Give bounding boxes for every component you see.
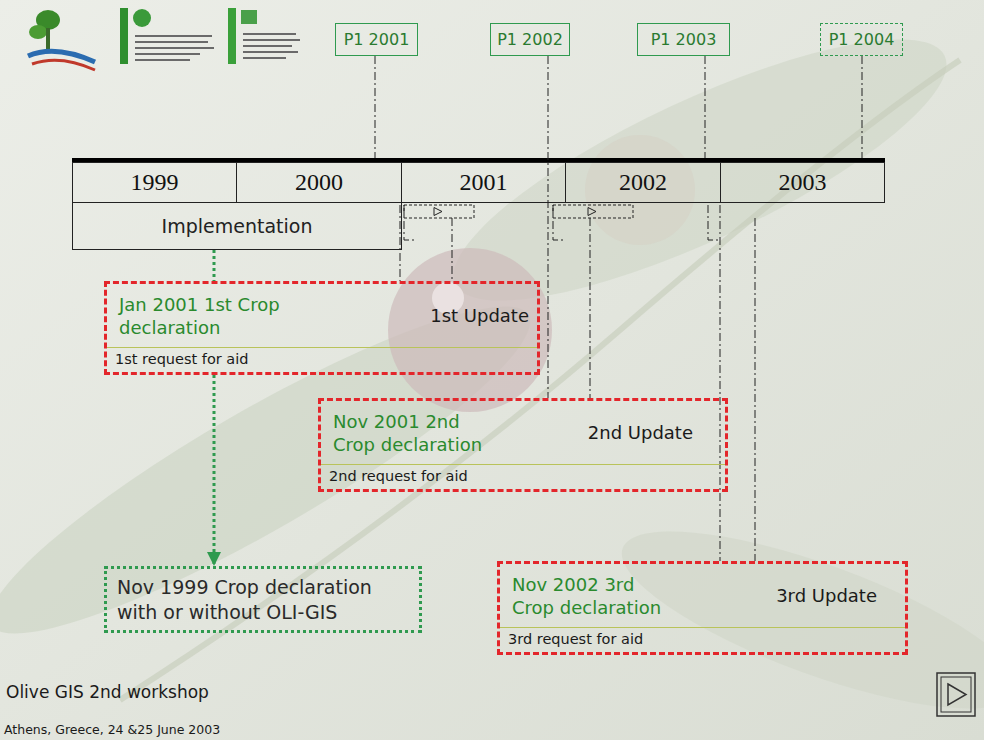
logo-text-lines: [135, 36, 214, 60]
period-box: P1 2003: [637, 23, 730, 56]
leader-line: [548, 56, 549, 398]
workshop-place-date: Athens, Greece, 24 &25 June 2003: [4, 722, 220, 737]
year-cell-text: 2003: [779, 169, 827, 196]
logo-emblem: [241, 10, 257, 24]
declaration-box: Nov 2001 2nd Crop declaration 2nd Update 2…: [318, 398, 728, 492]
declaration-box: Jan 2001 1st Crop declaration 1st Update 1…: [104, 281, 540, 375]
button-frame: [937, 673, 975, 716]
leader-line: [452, 218, 453, 281]
period-box: P1 2004: [820, 23, 903, 56]
declaration-box: Nov 2002 3rd Crop declaration 3rd Update 3…: [497, 561, 908, 655]
aid-request: 1st request for aid: [107, 347, 537, 372]
period-bracket: [553, 205, 633, 218]
aid-request: 2nd request for aid: [321, 464, 725, 489]
logo-bar: [120, 8, 128, 64]
period-brackets: [404, 205, 633, 218]
olive-fruit: [585, 135, 695, 245]
period-arrow: [434, 208, 442, 216]
period-box: P1 2001: [335, 23, 418, 56]
period-box: P1 2002: [490, 23, 570, 56]
logo-group: [28, 8, 300, 70]
implementation-cell: Implementation: [72, 202, 402, 250]
early-declaration-box-text: Nov 1999 Crop declaration with or withou…: [117, 575, 409, 624]
period-arrow: [588, 208, 596, 216]
year-cell-text: 1999: [131, 169, 179, 196]
leader-lines: [375, 56, 862, 561]
period-box-text: P1 2002: [497, 30, 563, 49]
early-declaration-box: Nov 1999 Crop declaration with or withou…: [104, 566, 422, 633]
aid-request: 3rd request for aid: [500, 627, 905, 652]
declaration-title: Jan 2001 1st Crop declaration: [107, 284, 289, 347]
logo-tree: [29, 25, 47, 39]
year-cell: 2003: [720, 162, 885, 203]
leader-line: [375, 56, 376, 158]
year-cell: 2001: [401, 162, 566, 203]
olive-leaf: [0, 263, 558, 677]
period-bracket: [404, 205, 474, 218]
period-box-text: P1 2004: [829, 30, 895, 49]
dotted-flow-arrow: [213, 375, 216, 566]
year-cell-text: 2001: [460, 169, 508, 196]
period-arrows: [434, 208, 596, 216]
olive-leaf: [604, 496, 984, 740]
update-label: 2nd Update: [588, 422, 725, 443]
declaration-title: Nov 2002 3rd Crop declaration: [500, 564, 682, 627]
leader-line: [755, 218, 756, 561]
olive-fruit: [388, 248, 552, 412]
bracket: [553, 205, 565, 240]
logo-wave: [32, 60, 95, 70]
year-cell: 1999: [72, 162, 237, 203]
dotted-flow-arrow: [213, 250, 216, 281]
leader-line: [720, 205, 721, 561]
button-frame: [941, 677, 971, 712]
year-cell: 2000: [236, 162, 402, 203]
declaration-title: Nov 2001 2nd Crop declaration: [321, 401, 503, 464]
period-box-text: P1 2001: [344, 30, 410, 49]
workshop-title: Olive GIS 2nd workshop: [6, 682, 209, 702]
logo-bar: [228, 8, 236, 64]
play-button: [937, 673, 975, 716]
bracket: [404, 205, 416, 240]
update-label: 3rd Update: [776, 585, 905, 606]
implementation-cell-text: Implementation: [162, 215, 313, 237]
leader-line: [590, 218, 591, 398]
leader-line: [705, 56, 706, 158]
year-cell-text: 2000: [295, 169, 343, 196]
leader-line: [862, 56, 863, 158]
bracket: [708, 205, 718, 240]
leader-line: [400, 205, 401, 281]
period-box-text: P1 2003: [651, 30, 717, 49]
play-triangle: [948, 684, 966, 705]
year-cell: 2002: [565, 162, 721, 203]
logo-text-lines: [243, 34, 300, 58]
update-label: 1st Update: [430, 305, 537, 326]
logo-trunk: [46, 28, 50, 50]
logo-emblem: [133, 9, 151, 27]
year-cell-text: 2002: [619, 169, 667, 196]
